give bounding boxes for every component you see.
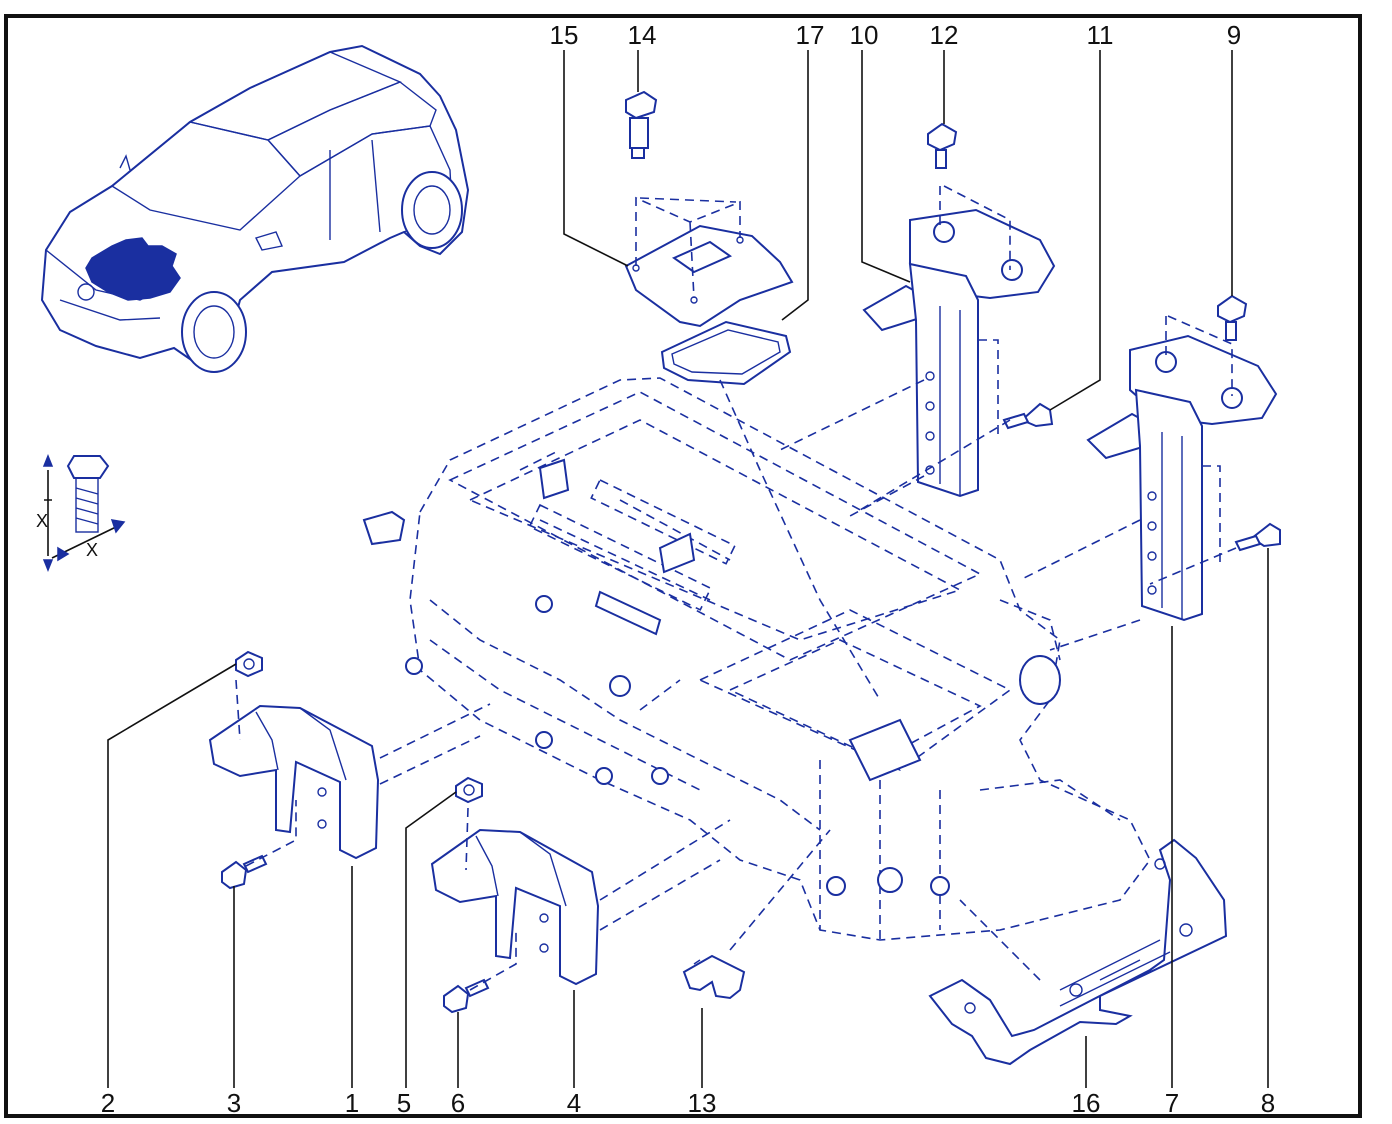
callout-14: 14 xyxy=(628,20,657,50)
bolt-3 xyxy=(221,854,268,890)
clip-13 xyxy=(682,954,746,1000)
vehicle-illustration xyxy=(40,44,470,373)
callout-15: 15 xyxy=(550,20,579,50)
callout-6: 6 xyxy=(451,1088,465,1118)
callout-13: 13 xyxy=(688,1088,717,1118)
cover-plate xyxy=(624,196,794,328)
callout-10: 10 xyxy=(850,20,879,50)
callout-17: 17 xyxy=(796,20,825,50)
callout-7: 7 xyxy=(1165,1088,1179,1118)
callout-5: 5 xyxy=(397,1088,411,1118)
bolt-11 xyxy=(1002,402,1054,430)
bracket-4 xyxy=(430,828,600,986)
bracket-1 xyxy=(208,704,380,860)
callout-labels: 15 14 17 10 12 11 9 2 3 1 5 6 4 13 16 7 … xyxy=(101,20,1275,1118)
assembly-lines xyxy=(235,379,1237,991)
nut-2 xyxy=(235,650,263,678)
bracket-16 xyxy=(928,838,1228,1066)
gasket-17 xyxy=(660,320,792,386)
leader-lines xyxy=(107,50,1269,1088)
callout-16: 16 xyxy=(1072,1088,1101,1118)
callout-3: 3 xyxy=(227,1088,241,1118)
callout-12: 12 xyxy=(930,20,959,50)
bracket-10 xyxy=(862,185,1056,498)
callout-9: 9 xyxy=(1227,20,1241,50)
bolt-12 xyxy=(927,122,958,169)
bolt-6 xyxy=(443,978,490,1014)
callout-11: 11 xyxy=(1087,20,1114,50)
bolt-9 xyxy=(1217,294,1248,341)
nut-5 xyxy=(455,776,483,804)
bolt-14 xyxy=(625,90,658,159)
dimension-label-horizontal: X xyxy=(86,540,98,560)
callout-2: 2 xyxy=(101,1088,115,1118)
bolt-8 xyxy=(1234,522,1281,552)
callout-1: 1 xyxy=(345,1088,359,1118)
callout-8: 8 xyxy=(1261,1088,1275,1118)
callout-4: 4 xyxy=(567,1088,581,1118)
power-electronics-unit xyxy=(362,377,1151,941)
dimension-label-vertical: X xyxy=(36,511,48,531)
bracket-7 xyxy=(1086,315,1278,622)
screw-length-symbol: X X xyxy=(36,453,126,573)
